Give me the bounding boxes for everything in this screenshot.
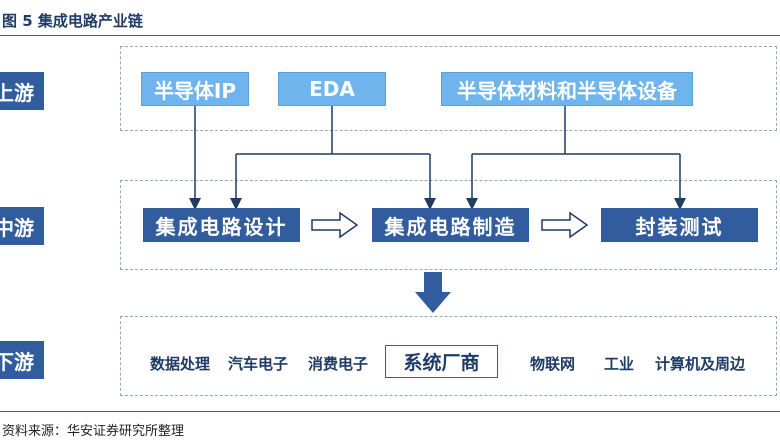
stage-midstream: 中游 [0,207,44,245]
upstream-box-eda: EDA [278,72,386,106]
upstream-box-materials: 半导体材料和半导体设备 [441,72,693,106]
midstream-box-packaging: 封装测试 [601,208,758,242]
source-rule [0,411,780,412]
midstream-group [120,180,777,270]
flow-arrow-mid-to-down [415,272,451,313]
figure-title: 图 5 集成电路产业链 [2,12,143,30]
downstream-item-computers: 计算机及周边 [655,355,746,373]
stage-downstream: 下游 [0,341,44,379]
upstream-box-ip: 半导体IP [141,72,249,106]
downstream-center-system-vendors: 系统厂商 [385,345,498,378]
flow-arrow-design-to-manufacture [311,211,359,239]
downstream-item-iot: 物联网 [530,355,576,373]
downstream-item-data-processing: 数据处理 [150,355,211,373]
title-rule [0,35,780,36]
flow-arrow-manufacture-to-packaging [541,211,589,239]
downstream-item-industry: 工业 [604,355,635,373]
source-note: 资料来源：华安证券研究所整理 [2,424,185,439]
upstream-group [120,46,777,131]
midstream-box-design: 集成电路设计 [143,208,300,242]
midstream-box-manufacture: 集成电路制造 [372,208,529,242]
downstream-item-consumer-electronics: 消费电子 [308,355,369,373]
stage-upstream: 上游 [0,72,44,110]
downstream-group [120,316,777,396]
downstream-item-auto-electronics: 汽车电子 [228,355,289,373]
